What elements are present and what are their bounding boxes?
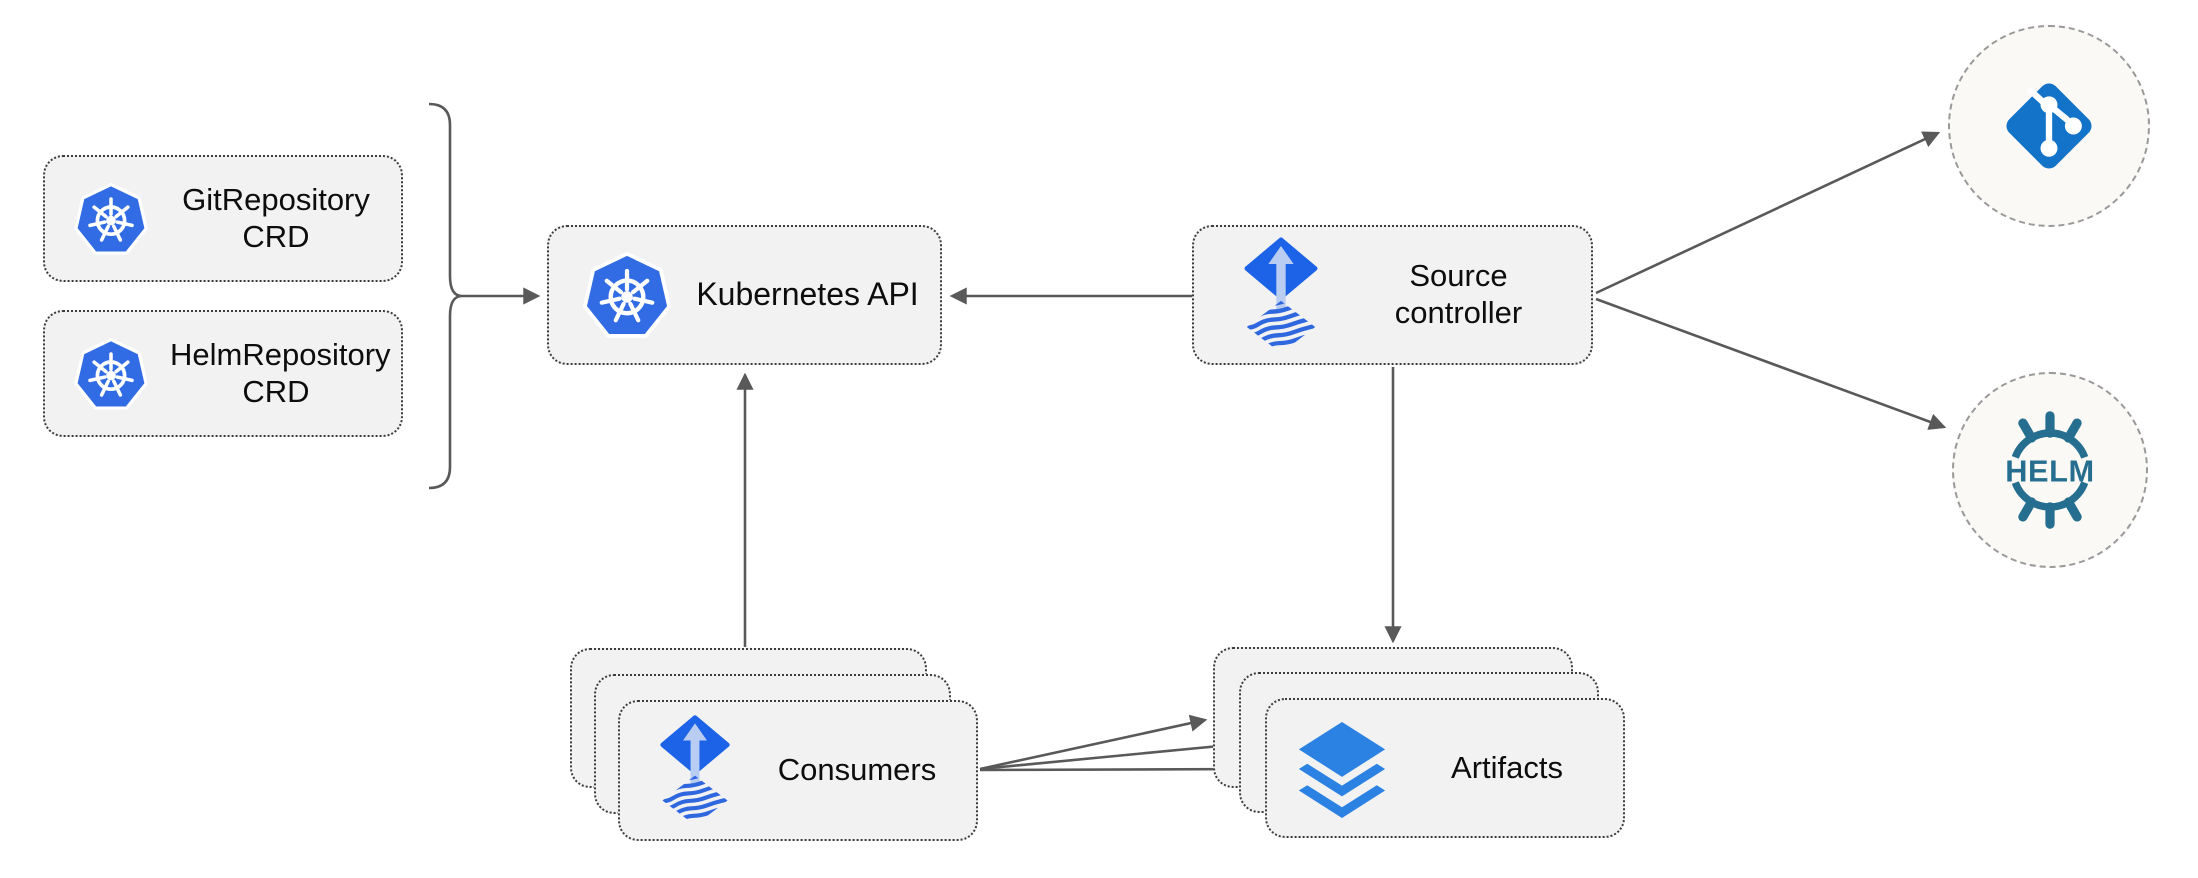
remote-git-circle [1948, 25, 2150, 227]
edge-source-controller-to-git-remote [1595, 131, 1941, 295]
edge-consumers-to-artifacts-back [979, 714, 1208, 771]
node-kubernetes-api: Kubernetes API [547, 225, 942, 365]
kubernetes-icon [74, 337, 148, 410]
node-label: HelmRepository CRD [170, 336, 391, 409]
kubernetes-icon [582, 251, 672, 338]
kubernetes-icon [74, 182, 148, 255]
crd-group-brace [428, 102, 463, 490]
node-label: GitRepository CRD [182, 181, 370, 254]
node-label: Artifacts [1451, 749, 1563, 785]
remote-helm-circle: HELM [1952, 372, 2148, 568]
node-artifacts: Artifacts [1265, 698, 1625, 838]
git-icon [2006, 83, 2092, 169]
edge-source-controller-to-helm-remote [1595, 297, 1947, 430]
edge-consumers-to-artifacts-front [979, 760, 1259, 778]
flux-source-icon [660, 715, 730, 826]
edge-consumers-to-artifacts-middle [979, 737, 1233, 771]
node-label: Kubernetes API [696, 276, 919, 313]
node-label: Consumers [777, 752, 937, 788]
flux-source-icon [1244, 236, 1318, 353]
node-label: Source controller [1394, 258, 1523, 330]
node-helm-repository-crd: HelmRepository CRD [43, 310, 403, 437]
layers-icon [1298, 721, 1386, 818]
node-consumers: Consumers [618, 700, 978, 841]
node-git-repository-crd: GitRepository CRD [43, 155, 403, 282]
node-source-controller: Source controller [1192, 225, 1593, 365]
helm-icon: HELM [2005, 411, 2095, 529]
helm-wordmark: HELM [2005, 454, 2095, 489]
